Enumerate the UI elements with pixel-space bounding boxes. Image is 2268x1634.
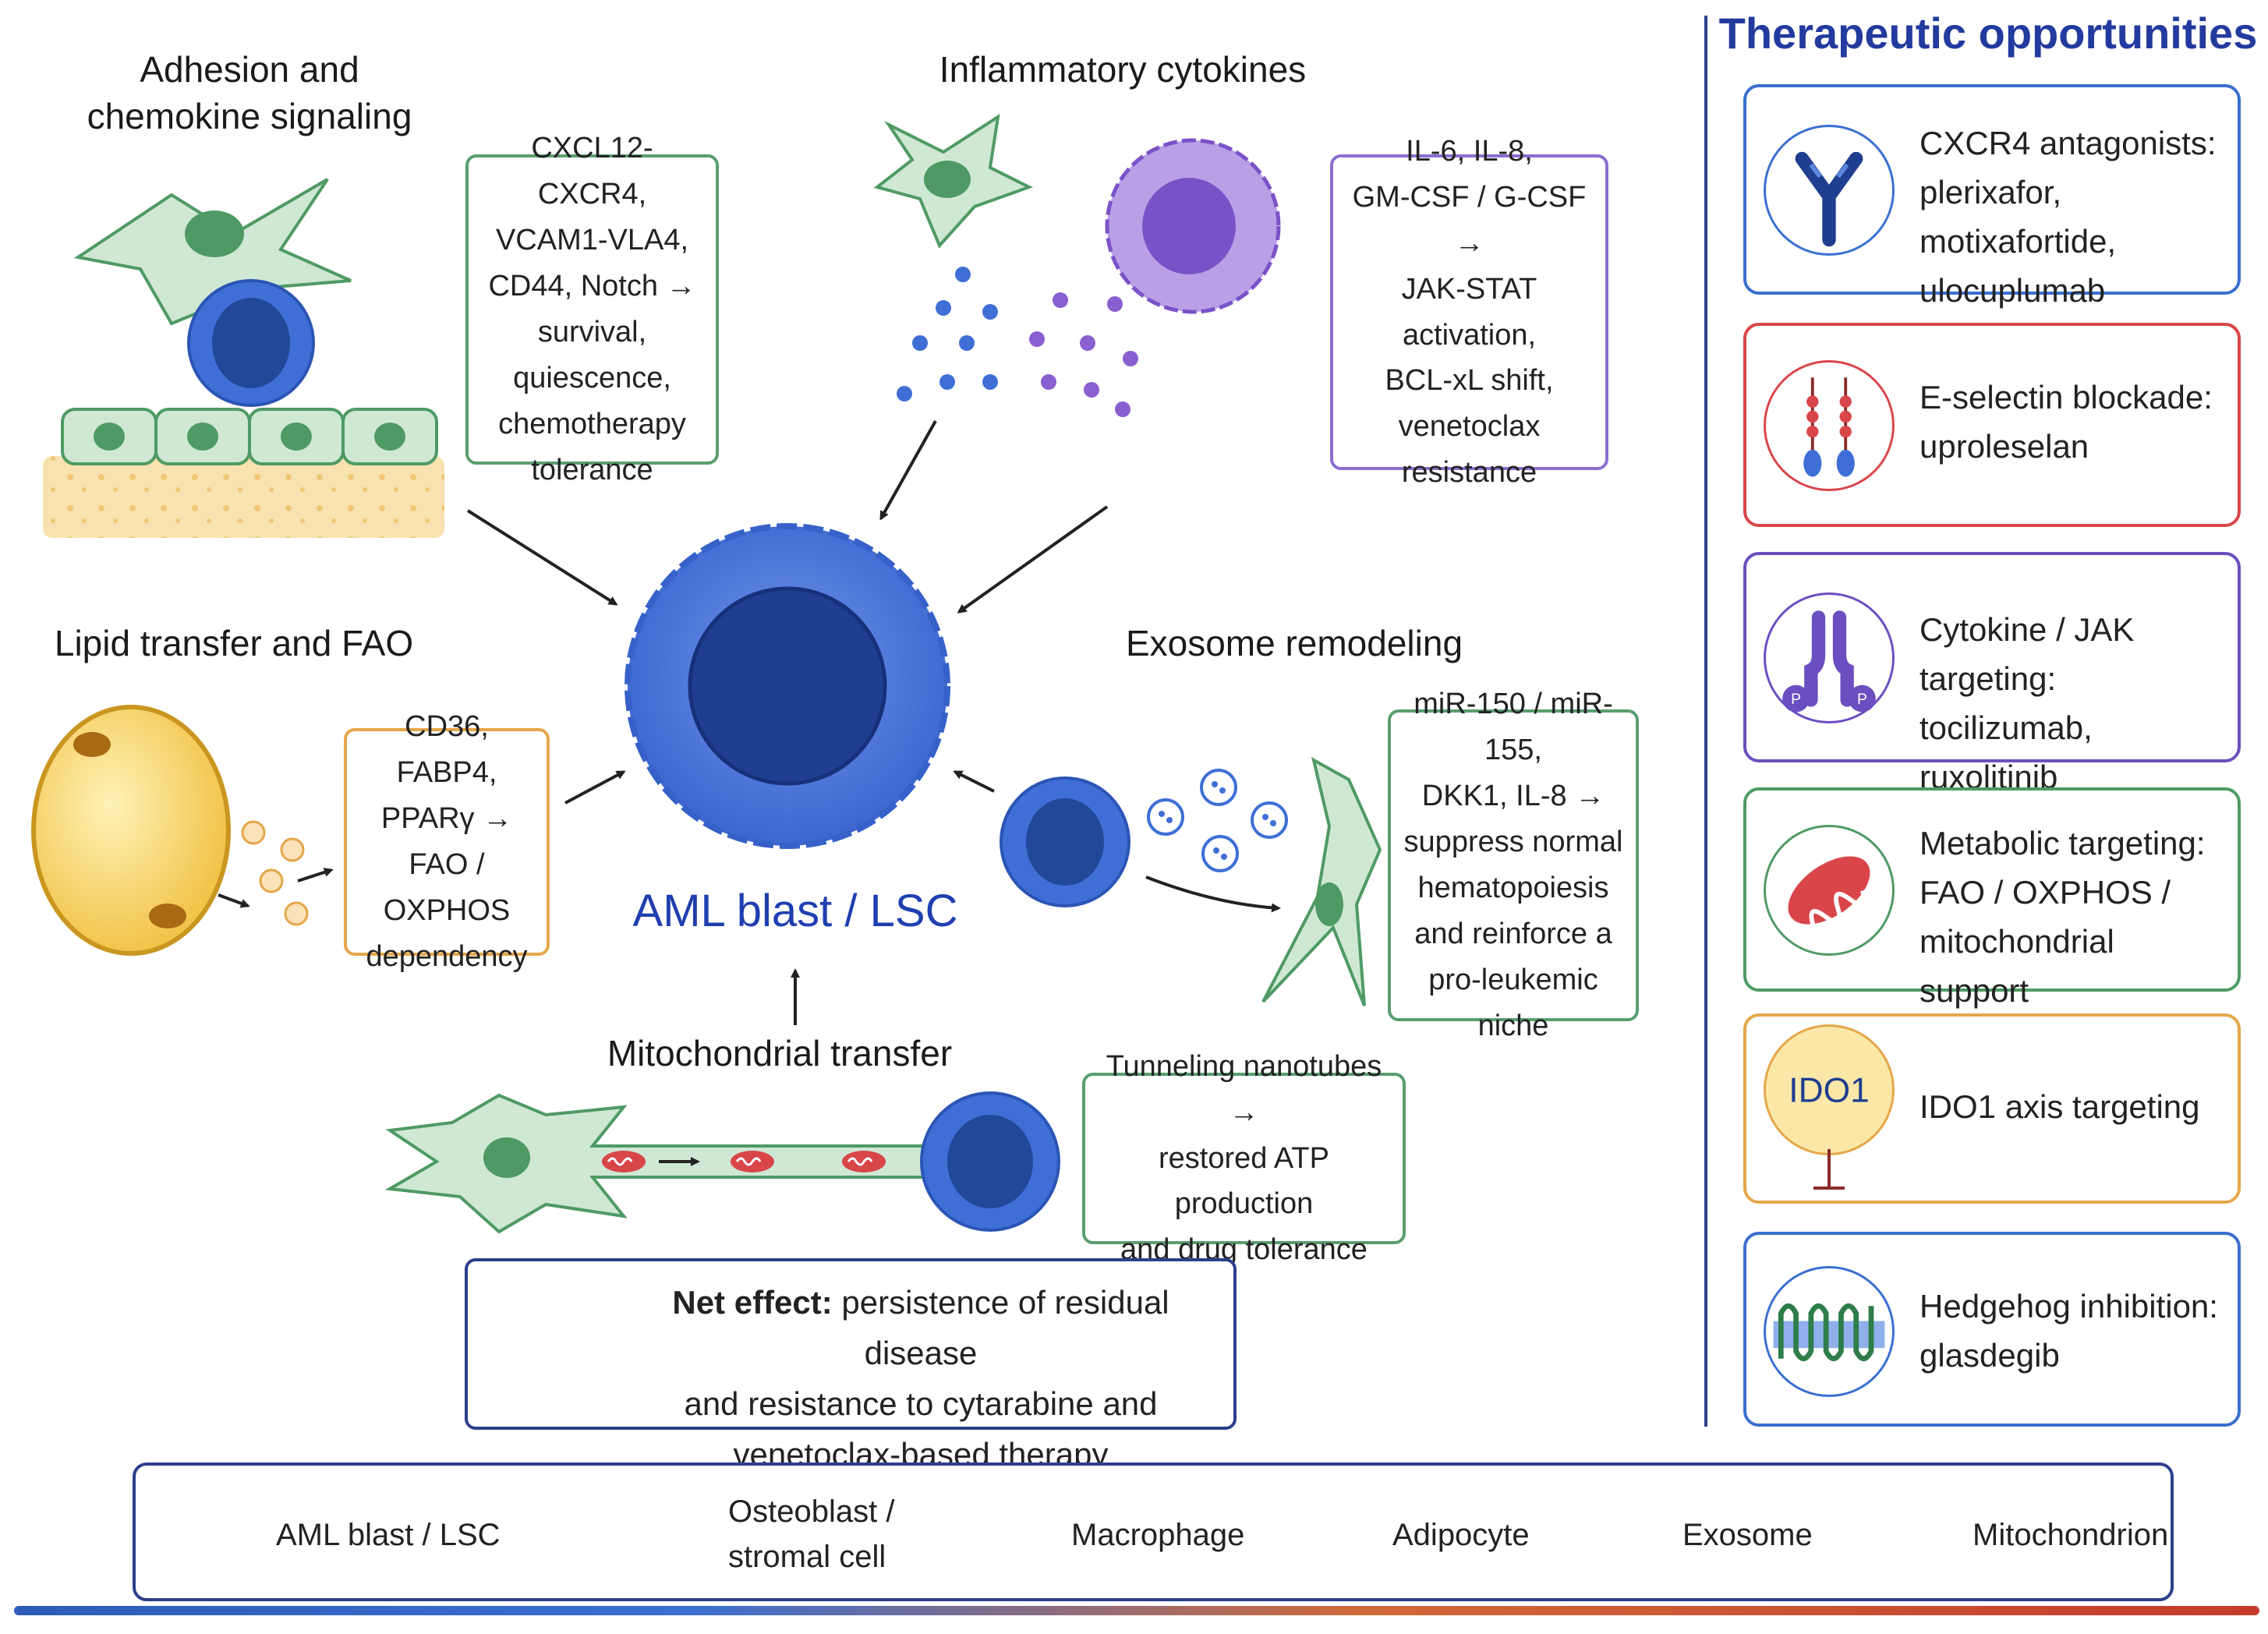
mito-transfer-illustration bbox=[384, 1091, 1060, 1234]
mitochondrion-icon bbox=[1764, 825, 1895, 956]
svg-text:P: P bbox=[1791, 691, 1801, 708]
legend-label-macrophage: Macrophage bbox=[1071, 1518, 1245, 1552]
net-effect-bold: Net effect: bbox=[672, 1284, 833, 1321]
legend-label-aml: AML blast / LSC bbox=[276, 1518, 501, 1552]
net-effect-text: Net effect: persistence of residual dise… bbox=[624, 1277, 1218, 1480]
therapy-card-cxcr4: CXCR4 antagonists: plerixafor, motixafor… bbox=[1743, 84, 2241, 309]
stromal-cell-exosome bbox=[1261, 757, 1382, 1006]
legend-label-mitochondrion: Mitochondrion bbox=[1973, 1518, 2169, 1552]
therapy-card-hedgehog: Hedgehog inhibition: glasdegib bbox=[1743, 1232, 2241, 1427]
mito-info-box: Tunneling nanotubes → restored ATP produ… bbox=[1082, 1050, 1406, 1266]
net-effect-box: Net effect: persistence of residual dise… bbox=[465, 1258, 1237, 1473]
lipid-illustration bbox=[31, 705, 309, 956]
therapy-card-ido1: IDO1 IDO1 axis targeting bbox=[1743, 1013, 2241, 1204]
mito-title: Mitochondrial transfer bbox=[607, 1033, 953, 1073]
ido1-icon-text: IDO1 bbox=[1789, 1071, 1870, 1109]
therapy-text-metabolic: Metabolic targeting: FAO / OXPHOS / mito… bbox=[1919, 825, 2206, 1009]
center-label: AML blast / LSC bbox=[632, 886, 958, 936]
selectin-icon bbox=[1764, 360, 1895, 491]
exosome-vesicles bbox=[1147, 769, 1288, 872]
therapy-card-eselectin: E-selectin blockade: uproleselan bbox=[1743, 323, 2241, 527]
therapy-card-metabolic: Metabolic targeting: FAO / OXPHOS / mito… bbox=[1743, 787, 2241, 1009]
cytokine-illustration bbox=[873, 113, 1281, 417]
central-aml-blast bbox=[624, 523, 950, 849]
therapy-text-jak: Cytokine / JAK targeting: tocilizumab, r… bbox=[1919, 611, 2135, 795]
therapy-text-ido1: IDO1 axis targeting bbox=[1919, 1088, 2200, 1125]
adipocyte bbox=[31, 705, 231, 956]
net-effect-line2: and resistance to cytarabine and bbox=[684, 1385, 1158, 1423]
arrow-exosome-in bbox=[953, 770, 995, 793]
adhesion-info-box: CXCL12-CXCR4, VCAM1-VLA4, CD44, Notch → … bbox=[465, 132, 719, 486]
legend-label-exosome: Exosome bbox=[1682, 1518, 1813, 1552]
cytokine-dots-purple bbox=[1029, 292, 1138, 417]
lipid-droplets bbox=[241, 820, 309, 926]
therapy-text-hedgehog: Hedgehog inhibition: glasdegib bbox=[1919, 1288, 2218, 1374]
cytokines-title: Inflammatory cytokines bbox=[939, 49, 1307, 90]
lipid-info-box: CD36, FABP4, PPARγ → FAO / OXPHOS depend… bbox=[344, 710, 550, 973]
cytokine-dots-blue bbox=[897, 267, 998, 401]
adhesion-illustration bbox=[43, 178, 444, 538]
arrow-adhesion bbox=[466, 509, 618, 606]
antibody-icon bbox=[1764, 125, 1895, 256]
bone-matrix bbox=[43, 456, 444, 538]
therapy-text-eselectin: E-selectin blockade: uproleselan bbox=[1919, 379, 2213, 465]
mitochondria-transfer bbox=[602, 1151, 886, 1172]
lipid-title: Lipid transfer and FAO bbox=[54, 623, 414, 663]
arrow-lipid-1 bbox=[218, 893, 250, 908]
osteoblast-lining bbox=[61, 408, 438, 465]
smoothened-icon bbox=[1764, 1266, 1895, 1397]
arrow-cytokines-left bbox=[879, 420, 937, 521]
bottom-accent-bar bbox=[14, 1606, 2259, 1615]
legend: AML blast / LSC Osteoblast / stromal cel… bbox=[133, 1462, 2174, 1601]
ido1-icon: IDO1 bbox=[1764, 1024, 1895, 1155]
exosome-info-box: miR-150 / miR-155, DKK1, IL-8 → suppress… bbox=[1388, 688, 1639, 1042]
arrow-exosome-out bbox=[1145, 875, 1281, 913]
therapy-text-cxcr4: CXCR4 antagonists: plerixafor, motixafor… bbox=[1919, 125, 2217, 309]
svg-text:P: P bbox=[1857, 691, 1867, 708]
inhibition-icon bbox=[1813, 1149, 1845, 1190]
arrow-lipid-3 bbox=[564, 770, 626, 805]
legend-label-stromal: Osteoblast / stromal cell bbox=[728, 1494, 895, 1574]
legend-label-adipocyte: Adipocyte bbox=[1392, 1518, 1530, 1552]
tunneling-nanotube bbox=[384, 1093, 937, 1234]
net-effect-line1: persistence of residual disease bbox=[841, 1284, 1169, 1372]
cytokines-info-box: IL-6, IL-8, GM-CSF / G-CSF → JAK-STAT ac… bbox=[1330, 135, 1608, 489]
adhesion-title: Adhesion and chemokine signaling bbox=[87, 49, 412, 136]
exosome-title: Exosome remodeling bbox=[1125, 623, 1463, 663]
arrow-cytokines-right bbox=[957, 505, 1109, 614]
exosome-illustration bbox=[1000, 757, 1382, 1006]
panel-divider bbox=[1704, 16, 1707, 1427]
therapeutic-title: Therapeutic opportunities bbox=[1718, 9, 2258, 58]
arrow-lipid-2 bbox=[297, 868, 334, 882]
